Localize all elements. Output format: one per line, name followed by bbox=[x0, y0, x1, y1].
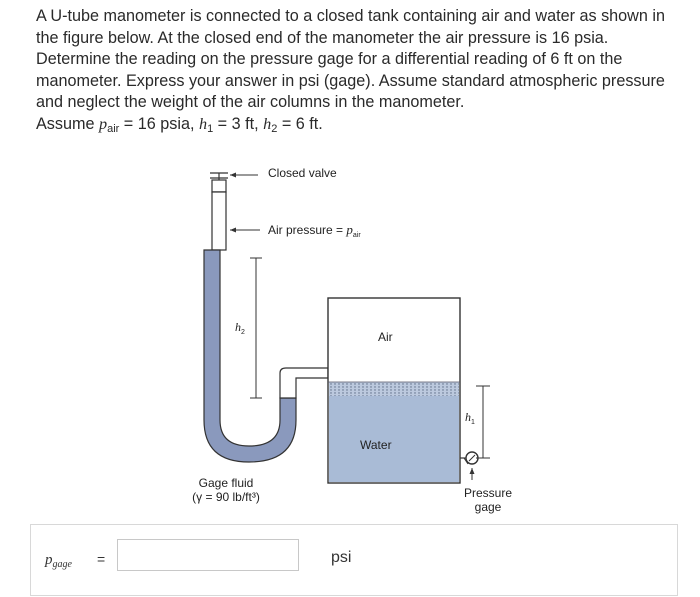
problem-statement: A U-tube manometer is connected to a clo… bbox=[36, 6, 676, 141]
problem-text: A U-tube manometer is connected to a clo… bbox=[36, 7, 665, 112]
tank-air-label: Air bbox=[378, 330, 393, 344]
pgage-label: pgage bbox=[45, 552, 72, 570]
h2-dimension bbox=[250, 257, 262, 399]
equals-sign: = bbox=[97, 551, 106, 567]
air-pressure-label: Air pressure = pair bbox=[268, 222, 361, 239]
h1-label: h1 bbox=[465, 410, 475, 426]
water-surface bbox=[329, 382, 459, 396]
answer-panel: pgage = psi bbox=[30, 524, 678, 596]
tank-water-label: Water bbox=[360, 438, 392, 452]
closed-valve-label: Closed valve bbox=[268, 166, 337, 180]
pressure-gage-label: Pressure gage bbox=[463, 486, 513, 514]
h1-dimension bbox=[476, 385, 490, 459]
u-tube-gage-fluid bbox=[203, 249, 297, 463]
left-tube-air bbox=[211, 191, 227, 251]
pgage-answer-input[interactable] bbox=[117, 539, 299, 571]
unit-label: psi bbox=[331, 549, 352, 566]
manometer-figure: Closed valve Air pressure = pair h2 Air … bbox=[150, 158, 550, 528]
problem-assumptions: Assume pair = 16 psia, h1 = 3 ft, h2 = 6… bbox=[36, 114, 323, 135]
h2-label: h2 bbox=[235, 320, 245, 336]
gage-fluid-label: Gage fluid (γ = 90 lb/ft³) bbox=[192, 476, 260, 504]
closed-valve bbox=[210, 172, 228, 193]
right-tube-air bbox=[279, 367, 329, 399]
manometer-diagram bbox=[203, 172, 490, 484]
tank-water bbox=[329, 382, 459, 482]
